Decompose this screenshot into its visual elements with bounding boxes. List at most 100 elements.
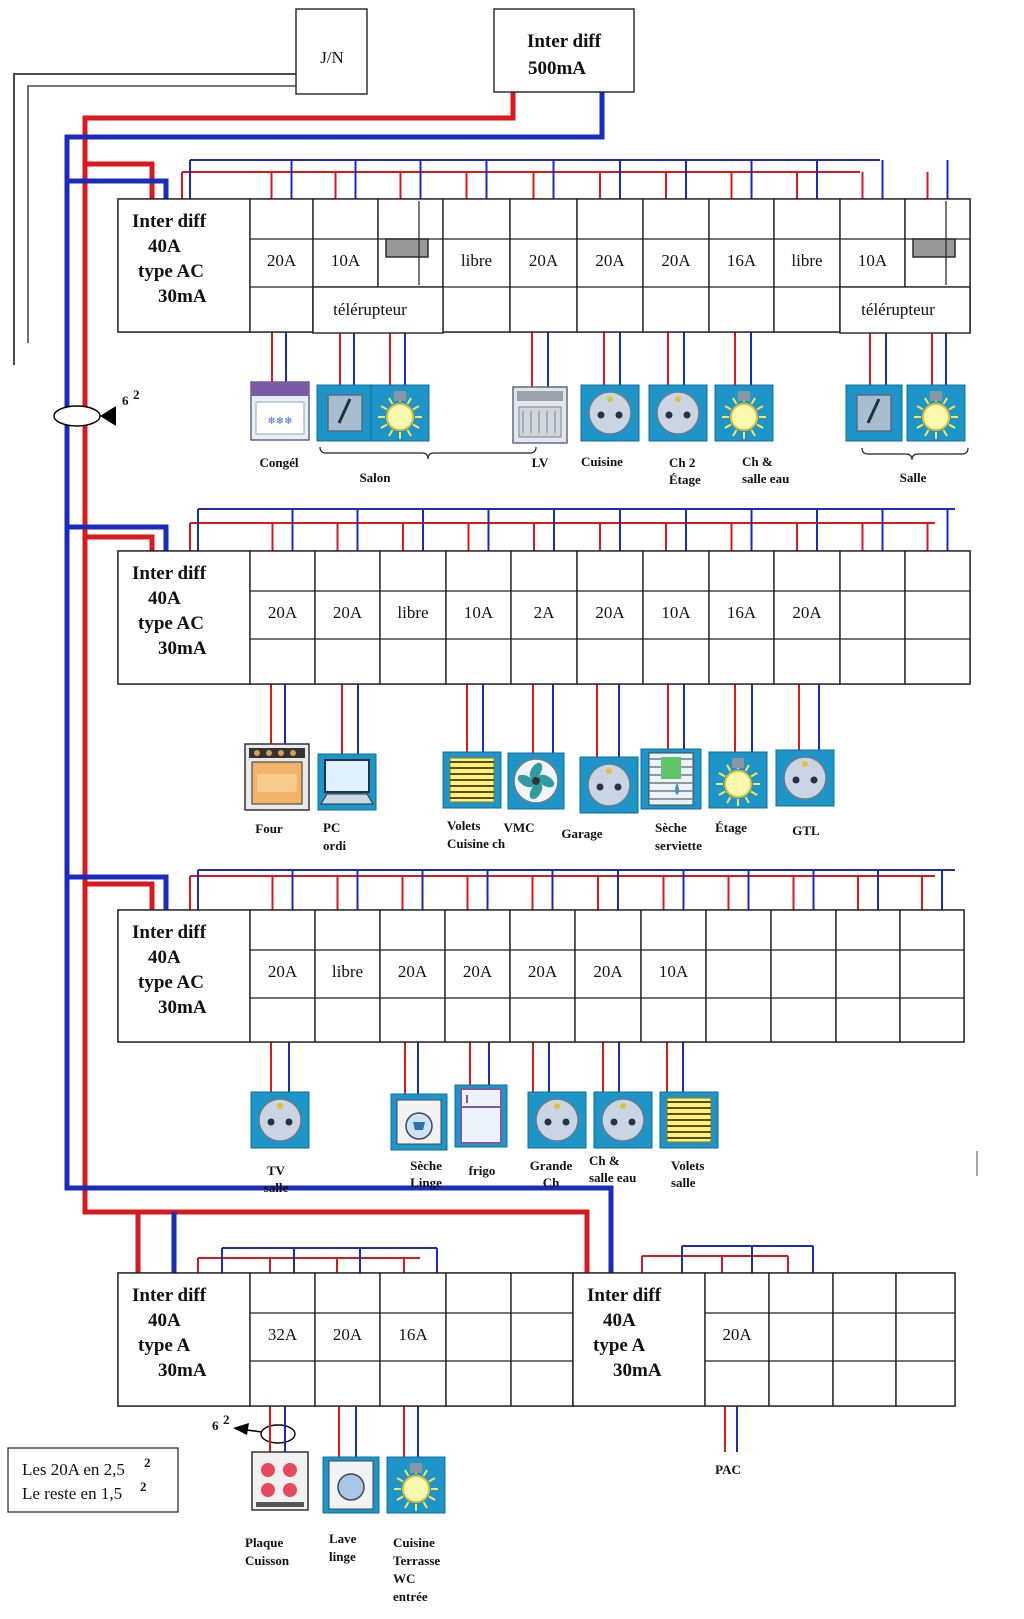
row2-diff-line1: Inter diff [132,563,207,584]
breaker-rating: 20A [398,962,428,981]
breaker-slot [770,909,837,1043]
breaker-slot [768,1272,834,1407]
bulb-ray [744,764,750,772]
breaker-slot [249,550,316,685]
bulb-ray [388,429,394,437]
telerupteur-box-2 [839,286,971,334]
fan-blade [517,774,535,788]
socket-pin [610,1118,618,1126]
breaker-rating: 20A [268,603,298,622]
load-caption: Cuisine [581,454,623,469]
breaker-slot [899,909,965,1043]
load-caption: serviette [655,838,702,853]
cable-section-exp-2: 2 [223,1412,230,1427]
breaker-rating: 20A [528,962,558,981]
bulb-glass [724,770,752,798]
freezer-frost: ❄❄❄ [267,416,292,427]
breaker-slot [832,1272,897,1407]
bulb-ray [422,1501,428,1509]
breaker-slot [379,550,447,685]
fan-blade [529,782,543,800]
switch-lever [337,398,352,424]
computer-icon [317,753,377,811]
socket-pin [810,776,818,784]
row2-diff-line2: 40A [148,588,181,609]
fan-blade [529,762,543,780]
breaker-slot [708,550,775,685]
oven-knob [266,750,272,756]
hob-icon [251,1451,309,1511]
socket-icon [593,1091,653,1149]
breaker-slot [510,550,578,685]
row4b-diff-line1: Inter diff [587,1285,662,1306]
panels [7,8,971,1513]
fan-hub [532,777,540,785]
row1-phase-feed [85,161,155,199]
breaker-rating: 20A [722,1325,752,1344]
breaker-rating: 10A [858,251,888,270]
load-caption: Étage [715,820,747,835]
row2-diff-line3: type AC [138,613,204,634]
fan-icon [507,752,565,810]
washer-drum [337,1473,365,1501]
socket-earth [607,396,613,402]
bulb-ray [428,1495,436,1501]
breaker-slot [904,550,971,685]
freezer-door [255,401,305,435]
bulb-icon [370,384,430,442]
diff-breaker-row4a [117,1272,251,1407]
cable-section-value: 6 [122,393,129,408]
legend-line1-exp: 2 [144,1455,151,1470]
row3-phase-feed [85,881,155,910]
row3-neutral-feed [67,874,169,910]
bulb-icon [906,384,966,442]
socket-icon [580,384,640,442]
load-caption: salle eau [742,471,789,486]
freezer-icon: ❄❄❄ [250,381,310,441]
breaker-slot [895,1272,956,1407]
breaker-rating: 16A [727,603,757,622]
bulb-ray [942,429,948,437]
row3-diff-line2: 40A [148,947,181,968]
breaker-rating: 20A [463,962,493,981]
socket-icon [527,1091,587,1149]
switch-icon [845,384,903,442]
breaker-rating: 20A [595,251,625,270]
bulb-glass [730,403,758,431]
socket-icon [775,749,835,807]
bulb-glass [402,1475,430,1503]
shirt [413,1122,425,1130]
arrow-icon [233,1423,249,1435]
cable-section-value-2: 6 [212,1418,219,1433]
load-caption: Ch 2 [669,455,695,470]
hob-ring [283,1483,297,1497]
arrow-icon [100,406,116,426]
load-caption: Four [255,821,283,836]
load-caption: salle [671,1175,696,1190]
socket-pin [615,411,623,419]
row4a-diff-line2: 40A [148,1310,181,1331]
towel [661,757,681,779]
main-diff-line2: 500mA [528,58,586,79]
breaker-slot [510,1272,574,1407]
drop [675,783,679,795]
breaker-rating: libre [791,251,822,270]
breaker-slot [705,909,772,1043]
load-caption: salle eau [589,1170,636,1185]
breaker-slot [574,909,642,1043]
bulb-ray [924,397,930,405]
load-caption: linge [329,1549,356,1564]
breaker-slot [445,1272,512,1407]
bulb-ray [396,1477,404,1483]
breaker-slot [249,1272,316,1407]
load-caption: Cuisine ch [447,836,506,851]
row4a-diff-line4: 30mA [158,1360,207,1381]
bulb-ray [724,423,732,429]
breaker-rating: libre [397,603,428,622]
telerupteur-box-1 [312,286,444,334]
bulb-ray [380,405,388,411]
socket-pin [683,411,691,419]
main-diff-box [493,8,635,93]
bulb-base [394,391,406,401]
telerupteur-relay-2 [912,238,956,258]
